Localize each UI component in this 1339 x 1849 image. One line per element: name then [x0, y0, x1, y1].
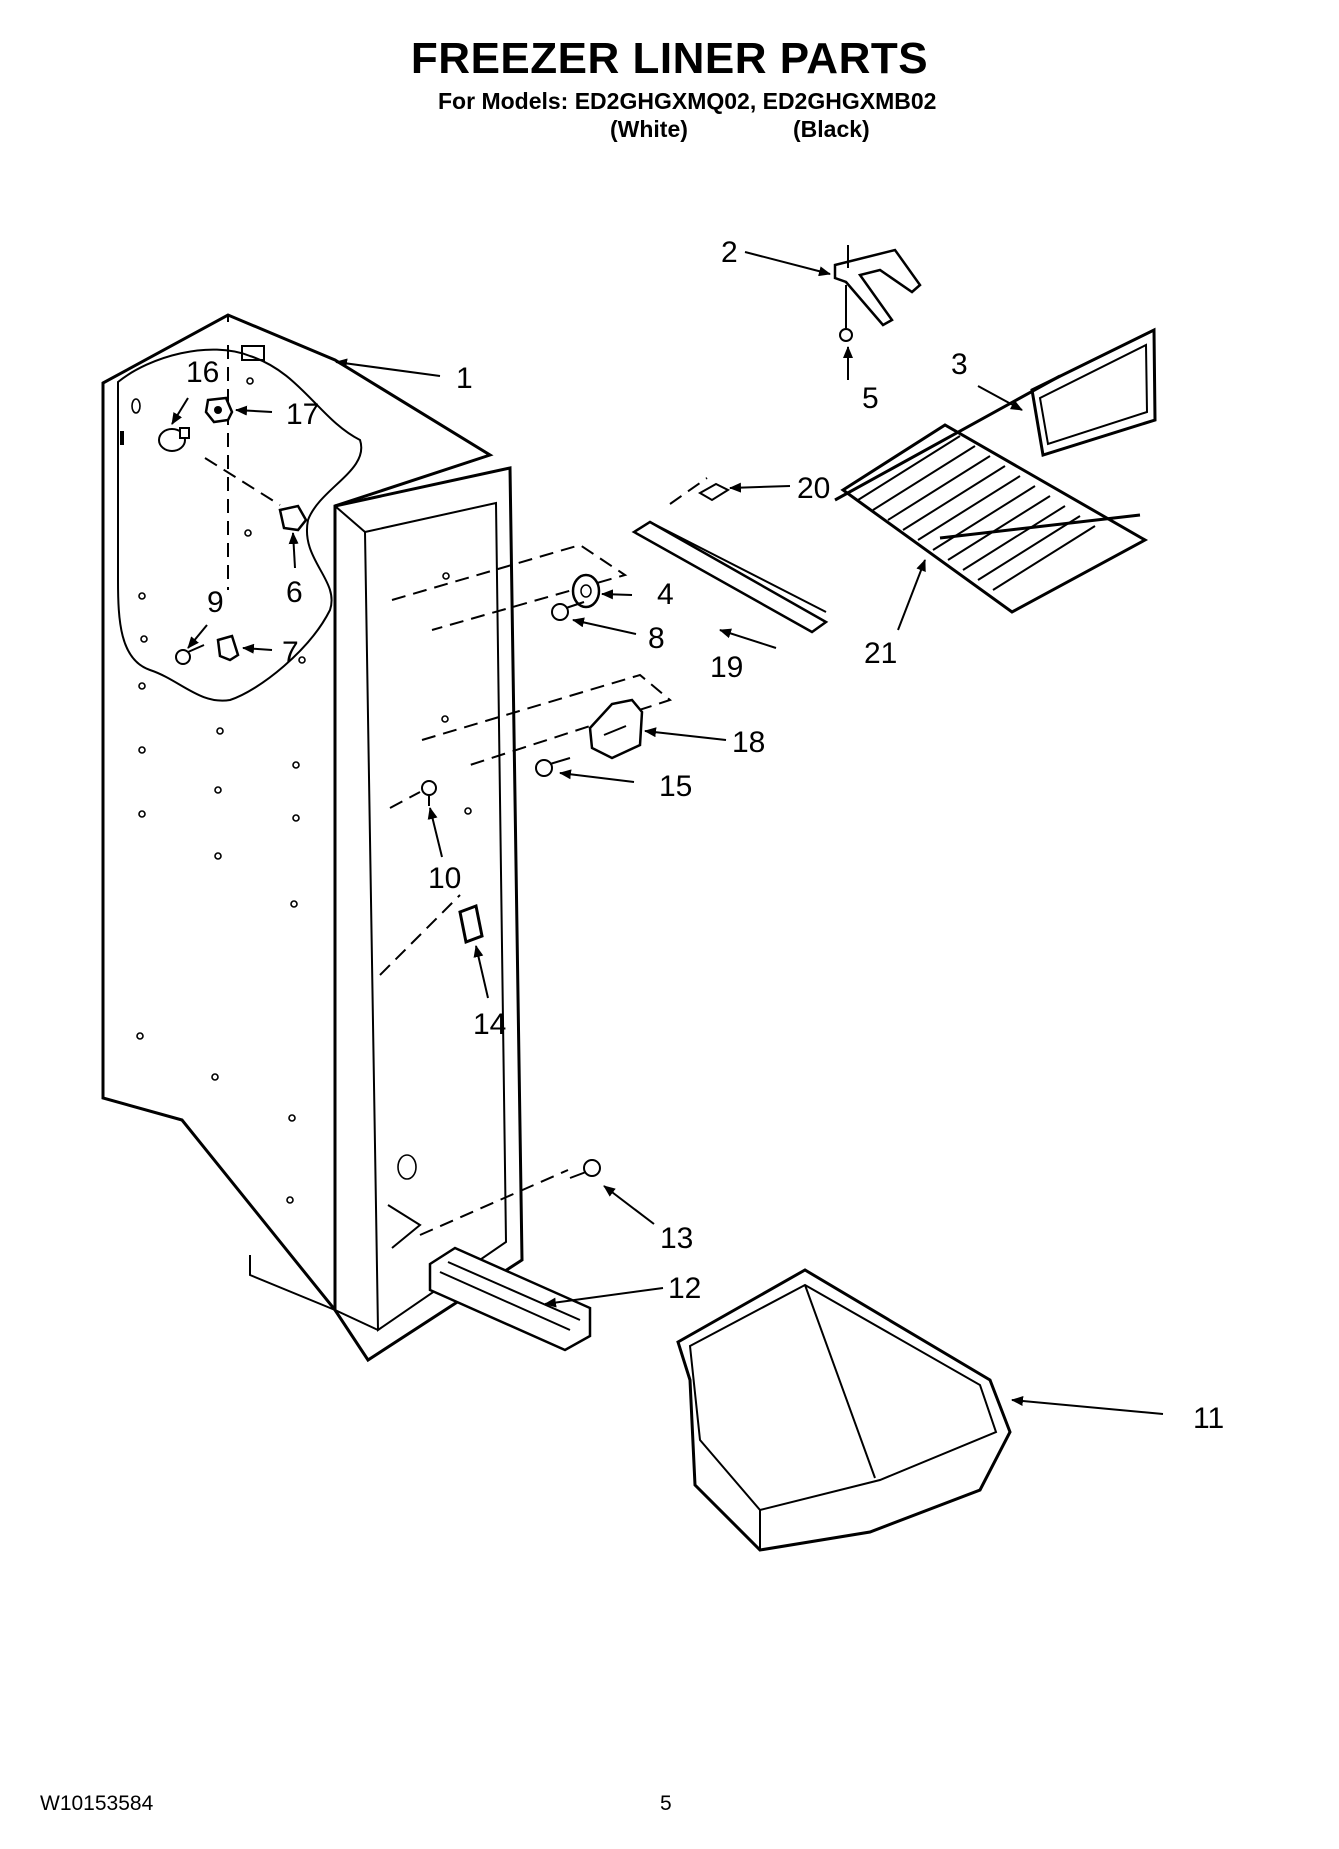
screw-part: [569, 1159, 601, 1179]
light-bulb: [158, 427, 190, 452]
callout-label-8: 8: [648, 622, 665, 655]
freezer-liner: [101, 313, 524, 1363]
clip-part: [278, 504, 308, 532]
page-number: 5: [660, 1792, 672, 1815]
callout-label-16: 16: [186, 356, 219, 389]
callout-label-9: 9: [207, 586, 224, 619]
screw-part: [421, 780, 437, 806]
callout-labels: 1 2 3 4 5 6 7 8 9 10 11 12 13 14 15 16 1…: [186, 236, 1224, 1435]
screw-part: [839, 285, 853, 342]
callout-label-12: 12: [668, 1272, 701, 1305]
switch-part: [458, 903, 484, 945]
callout-label-10: 10: [428, 862, 461, 895]
callout-label-15: 15: [659, 770, 692, 803]
shelf-rail: [631, 520, 829, 634]
rail-support: [588, 698, 644, 760]
screw-part: [535, 757, 571, 777]
callout-label-18: 18: [732, 726, 765, 759]
assembly-lines: [204, 345, 708, 1236]
document-number: W10153584: [40, 1792, 154, 1815]
callout-label-20: 20: [797, 472, 830, 505]
callout-label-2: 2: [721, 236, 738, 269]
callout-label-14: 14: [473, 1008, 506, 1041]
callout-label-13: 13: [660, 1222, 693, 1255]
models-line: For Models: ED2GHGXMQ02, ED2GHGXMB02: [438, 88, 937, 114]
shelf-frame: [1030, 327, 1157, 457]
callout-label-7: 7: [282, 636, 299, 669]
wire-shelf: [834, 374, 1149, 614]
ice-bin: [676, 1268, 1012, 1552]
callout-label-1: 1: [456, 362, 473, 395]
callout-label-5: 5: [862, 382, 879, 415]
bracket-part: [216, 634, 240, 662]
screw-part: [175, 644, 205, 665]
callout-label-4: 4: [657, 578, 674, 611]
variant-white-label: (White): [610, 116, 688, 142]
grille-part: [428, 1246, 592, 1352]
callout-label-11: 11: [1193, 1402, 1224, 1435]
callout-label-19: 19: [710, 651, 743, 684]
callout-arrows: [171, 251, 1164, 1415]
callout-label-6: 6: [286, 576, 303, 609]
light-socket: [204, 396, 234, 424]
screw-part: [697, 482, 731, 502]
callout-label-3: 3: [951, 348, 968, 381]
variant-black-label: (Black): [793, 116, 870, 142]
shelf-bracket: [833, 245, 922, 327]
page-title: FREEZER LINER PARTS: [410, 34, 929, 83]
screw-part: [551, 601, 585, 621]
callout-label-17: 17: [286, 398, 319, 431]
callout-label-21: 21: [864, 637, 897, 670]
spacer-part: [571, 573, 601, 609]
